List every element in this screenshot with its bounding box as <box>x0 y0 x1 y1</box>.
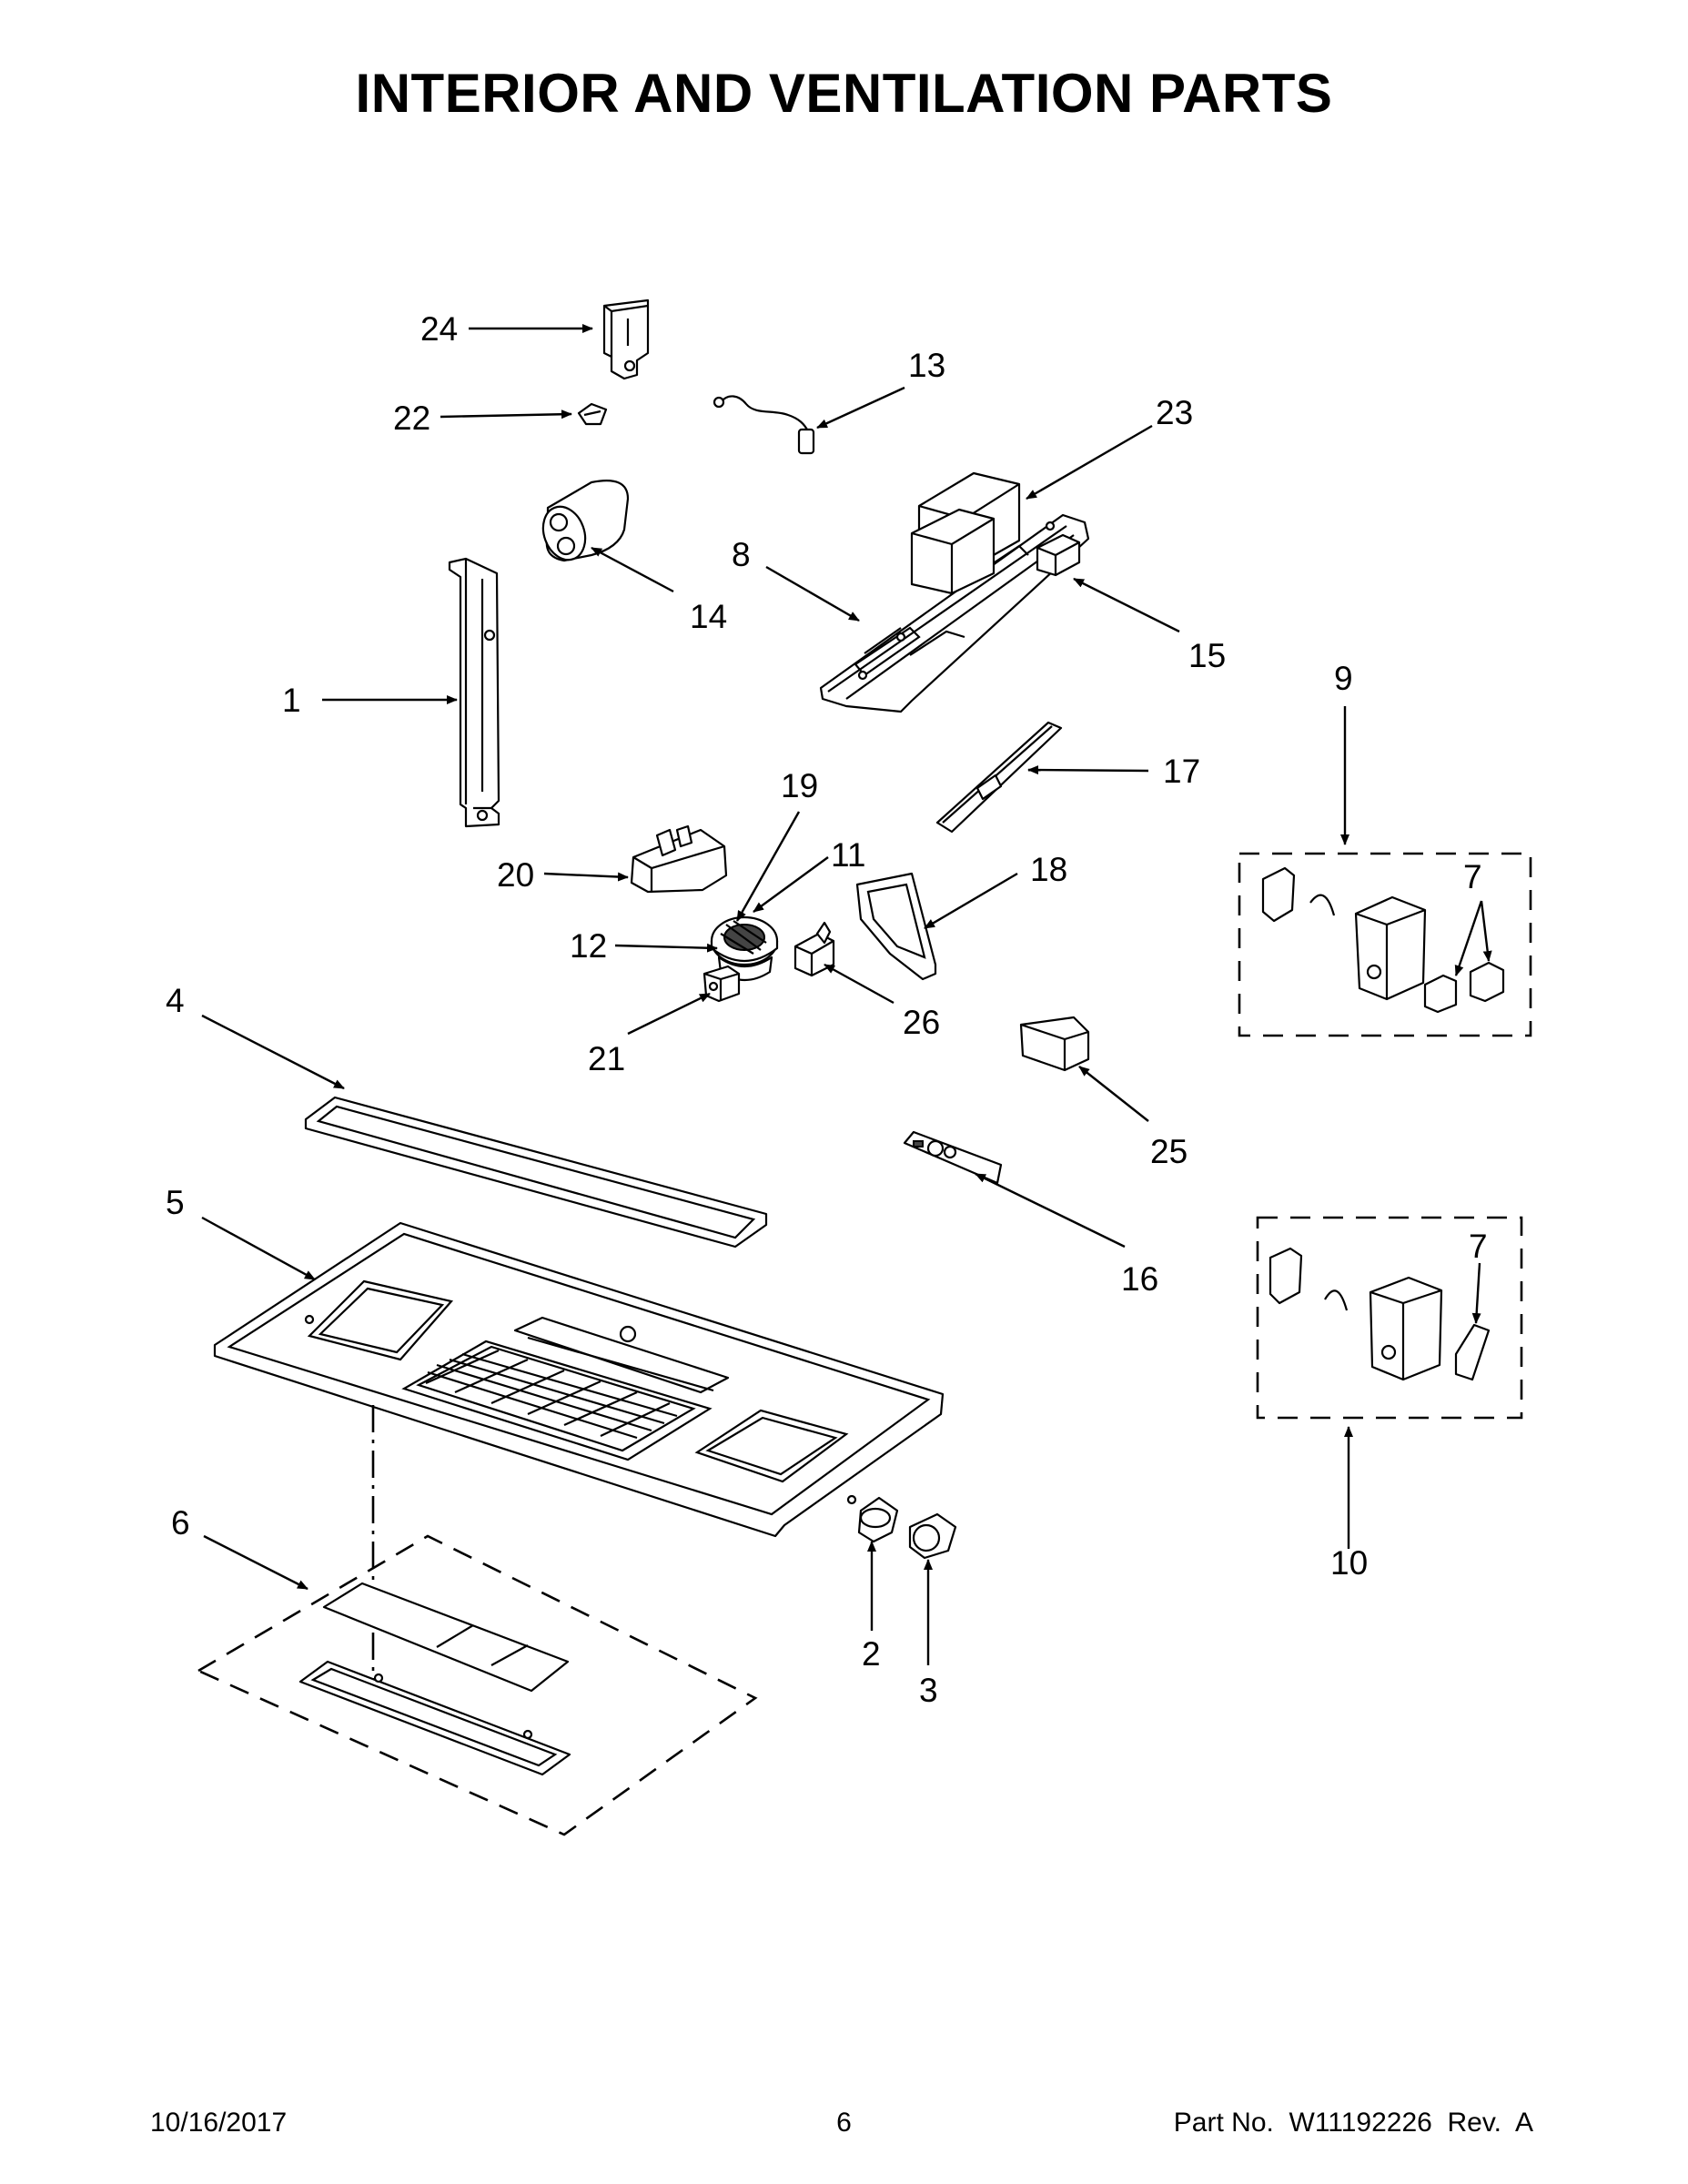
part-10-switch-group <box>1256 1216 1523 1420</box>
callout-21: 21 <box>588 1040 625 1077</box>
callout-23: 23 <box>1156 394 1193 431</box>
callout-19: 19 <box>781 767 818 804</box>
callout-12: 12 <box>570 927 607 965</box>
callout-2: 2 <box>862 1635 881 1673</box>
part-5-vent-panel <box>213 1221 945 1538</box>
callout-26: 26 <box>903 1004 940 1041</box>
callout-16: 16 <box>1121 1260 1158 1298</box>
callout-22: 22 <box>393 399 430 437</box>
callout-10: 10 <box>1330 1544 1368 1582</box>
callout-7a: 7 <box>1463 858 1482 895</box>
part-22-clip <box>577 402 608 426</box>
part-17-rail <box>935 721 1063 834</box>
callout-4: 4 <box>166 982 185 1019</box>
callout-15: 15 <box>1188 637 1226 674</box>
leader-arrows <box>201 324 1492 1665</box>
callout-7b: 7 <box>1469 1228 1488 1265</box>
part-9-switch-group <box>1238 852 1532 1037</box>
footer-date: 10/16/2017 <box>150 2108 288 2138</box>
part-16-board <box>903 1130 1003 1185</box>
callout-13: 13 <box>908 347 945 384</box>
callout-labels: 1 2 3 4 5 6 7 7 8 9 10 11 12 13 14 15 16… <box>166 310 1488 1709</box>
part-1-bracket <box>448 557 500 828</box>
callout-25: 25 <box>1150 1133 1188 1170</box>
part-21-switch <box>702 965 741 1003</box>
part-6-filter-group <box>196 1534 758 1836</box>
callout-9: 9 <box>1334 660 1353 697</box>
callout-14: 14 <box>690 598 727 635</box>
callout-5: 5 <box>166 1184 185 1221</box>
part-3-socket <box>908 1512 957 1560</box>
part-8-23-15-transformer-assembly <box>819 471 1090 713</box>
callout-17: 17 <box>1163 753 1200 790</box>
callout-6: 6 <box>171 1504 190 1542</box>
callout-8: 8 <box>732 536 751 573</box>
page-title: INTERIOR AND VENTILATION PARTS <box>355 63 1333 124</box>
part-4-filter <box>304 1096 768 1249</box>
footer-part-number: Part No. W11192226 Rev. A <box>1173 2108 1533 2138</box>
part-14-capacitor <box>541 480 630 562</box>
callout-18: 18 <box>1030 851 1067 888</box>
callout-24: 24 <box>420 310 458 348</box>
callout-11: 11 <box>831 836 865 874</box>
part-18-damper <box>855 872 937 981</box>
part-25-box <box>1019 1016 1090 1072</box>
footer-page-number: 6 <box>836 2108 852 2138</box>
callout-3: 3 <box>919 1672 938 1709</box>
callout-1: 1 <box>282 682 301 719</box>
callout-20: 20 <box>497 856 534 894</box>
part-13-diode <box>713 395 815 455</box>
part-20-housing <box>630 824 728 894</box>
part-2-lamp <box>857 1496 899 1543</box>
part-24-bracket <box>602 298 650 380</box>
